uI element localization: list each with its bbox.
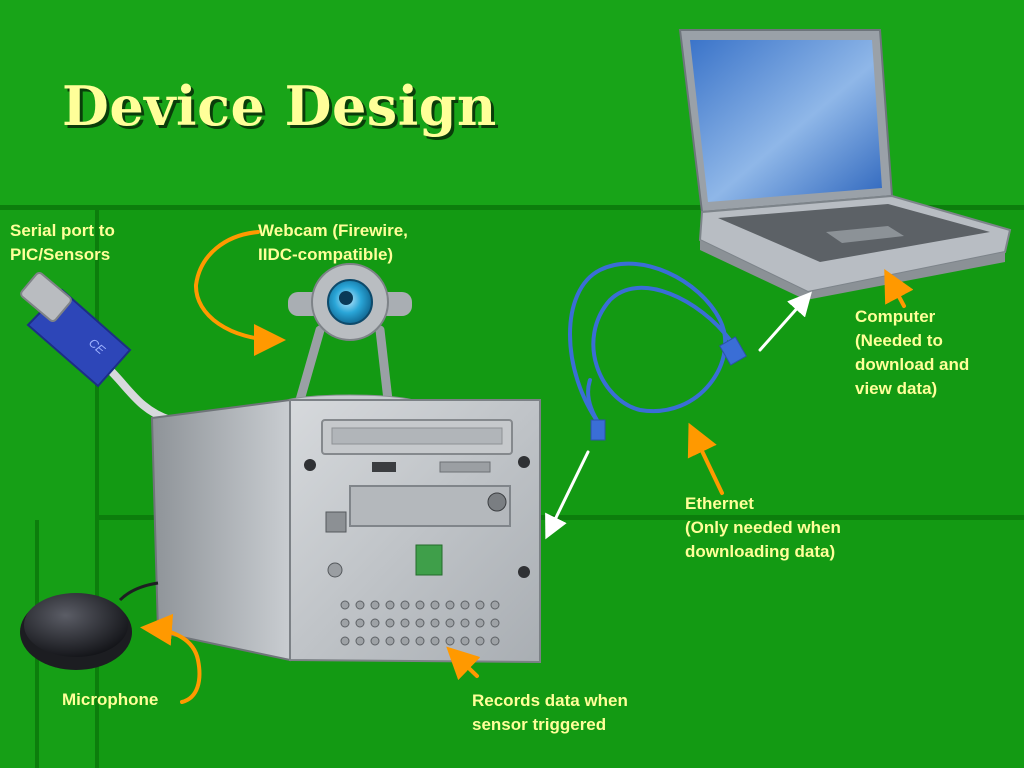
computer-label-line: (Needed to (855, 331, 943, 350)
laptop-image (678, 29, 1012, 300)
webcam-label: Webcam (Firewire, IIDC-compatible) (258, 219, 408, 267)
microphone-arrow (140, 613, 202, 704)
webcam-image (281, 263, 419, 412)
ethernet-arrow (687, 422, 724, 495)
computer-label-line: Computer (855, 307, 936, 326)
led-grid (340, 600, 500, 646)
serial-port-label-line: Serial port to (10, 221, 115, 240)
ethernet-label-line: downloading data) (685, 542, 836, 561)
device-connection-arrow (545, 450, 590, 540)
microphone-image (20, 581, 159, 670)
ethernet-cable-image (568, 261, 747, 441)
computer-arrow (884, 268, 914, 308)
ethernet-label: Ethernet (Only needed when downloading d… (685, 492, 841, 564)
records-label-line: sensor triggered (472, 715, 607, 734)
recording-device-image (150, 398, 541, 664)
microphone-label: Microphone (62, 690, 159, 709)
computer-label: Computer (Needed to download and view da… (855, 305, 969, 401)
computer-label-line: download and (855, 355, 970, 374)
serial-cable-image: CE (20, 272, 172, 424)
computer-label-line: view data) (855, 379, 938, 398)
laptop-connection-arrow (758, 291, 812, 352)
webcam-label-line: IIDC-compatible) (258, 245, 394, 264)
slide-title: Device Design (62, 74, 497, 138)
ethernet-label-line: Ethernet (685, 494, 754, 513)
records-label-line: Records data when (472, 691, 628, 710)
serial-port-label: Serial port to PIC/Sensors (10, 219, 115, 267)
webcam-arrow (193, 230, 286, 356)
records-arrow (446, 646, 481, 681)
serial-port-label-line: PIC/Sensors (10, 245, 111, 264)
webcam-label-line: Webcam (Firewire, (258, 221, 408, 240)
ethernet-label-line: (Only needed when (685, 518, 841, 537)
records-label: Records data when sensor triggered (472, 689, 628, 737)
